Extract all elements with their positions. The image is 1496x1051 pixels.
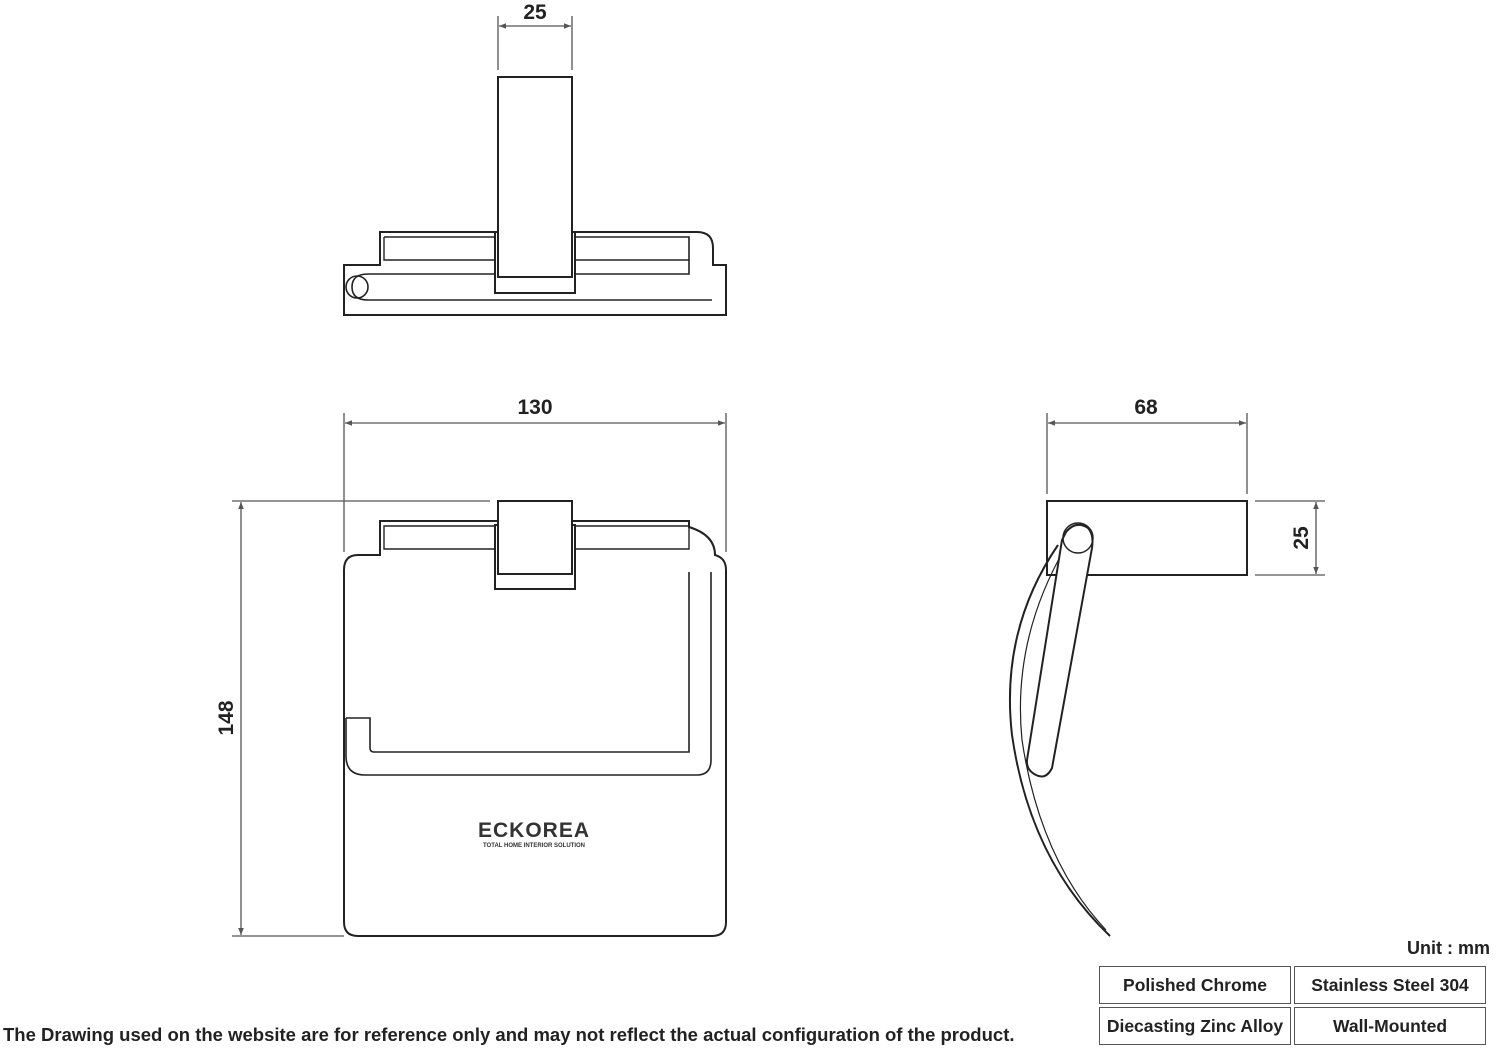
side-view-cover	[1009, 544, 1111, 937]
spec-material: Stainless Steel 304	[1294, 966, 1486, 1004]
dim-top-width-label: 25	[523, 1, 547, 24]
front-view-cover	[343, 520, 727, 937]
front-view-arm	[497, 500, 573, 575]
dim-front-height-label: 148	[215, 700, 238, 735]
top-view-inner-bar	[351, 236, 712, 301]
spec-table: Polished Chrome Stainless Steel 304 Diec…	[1096, 963, 1489, 1048]
side-view-arm	[1025, 523, 1094, 778]
unit-label: Unit : mm	[1407, 938, 1490, 958]
dim-side-depth-label: 68	[1134, 396, 1158, 419]
spec-mounting: Wall-Mounted	[1294, 1007, 1486, 1045]
top-view-arm	[497, 76, 573, 278]
front-view-roll-bar	[346, 572, 690, 753]
dim-side-height-label: 25	[1290, 526, 1313, 550]
top-view	[343, 76, 727, 316]
brand-tagline: TOTAL HOME INTERIOR SOLUTION	[483, 843, 585, 849]
brand-logo: ECKOREA	[478, 819, 590, 842]
side-view	[1009, 500, 1248, 937]
top-view-base-plate	[343, 231, 727, 316]
dim-front-height: 148	[215, 500, 490, 937]
dim-side-depth: 68	[1046, 396, 1248, 494]
dim-side-height: 25	[1255, 500, 1325, 576]
dim-front-width: 130	[343, 396, 727, 552]
top-view-roll-end	[345, 275, 369, 299]
spec-finish: Polished Chrome	[1099, 966, 1291, 1004]
dim-front-width-label: 130	[517, 396, 552, 419]
spec-body-material: Diecasting Zinc Alloy	[1099, 1007, 1291, 1045]
dim-top-width: 25	[497, 1, 573, 70]
disclaimer-text: The Drawing used on the website are for …	[3, 1024, 1015, 1045]
front-view: ECKOREA TOTAL HOME INTERIOR SOLUTION	[343, 500, 727, 937]
